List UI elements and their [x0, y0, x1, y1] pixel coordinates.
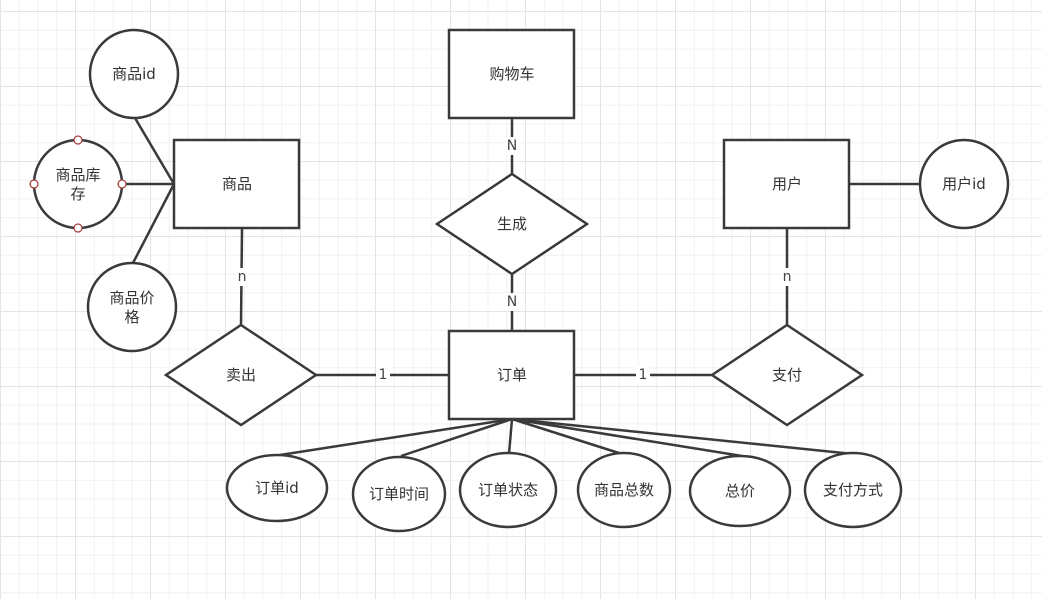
svg-text:n: n [783, 269, 792, 285]
attribute-order-id-label: 订单id [255, 479, 299, 497]
connection-handle-top[interactable] [73, 135, 83, 145]
connection-handle-right[interactable] [117, 179, 127, 189]
attribute-product-price-label-line1: 商品价 [109, 289, 154, 307]
attribute-product-count-label: 商品总数 [594, 481, 654, 499]
attribute-product-stock-label-line2: 存 [70, 185, 85, 203]
svg-text:n: n [238, 269, 247, 285]
edge-product-price[interactable] [131, 183, 176, 264]
attribute-product-id-label: 商品id [112, 65, 156, 83]
attribute-product-count[interactable]: 商品总数 [576, 451, 672, 529]
svg-text:1: 1 [639, 367, 648, 383]
cardinality-sell-order: 1 [376, 366, 390, 384]
entity-order[interactable]: 订单 [447, 329, 576, 421]
entity-product[interactable]: 商品 [172, 138, 301, 230]
svg-text:1: 1 [379, 367, 388, 383]
entity-order-label: 订单 [497, 366, 527, 384]
edge-order-status[interactable] [507, 418, 514, 455]
attribute-user-id[interactable]: 用户id [918, 138, 1010, 230]
entity-product-label: 商品 [222, 175, 252, 193]
edge-order-time[interactable] [400, 417, 513, 458]
edge-order-id[interactable] [279, 417, 513, 457]
edge-product-id[interactable] [133, 117, 176, 185]
attribute-product-price[interactable]: 商品价 格 [86, 261, 178, 353]
cardinality-cart-generate: N [504, 137, 520, 155]
relationship-pay-label: 支付 [772, 366, 802, 384]
entity-user[interactable]: 用户 [722, 138, 851, 230]
attribute-payment-method[interactable]: 支付方式 [803, 451, 903, 529]
attribute-order-id[interactable]: 订单id [225, 453, 329, 523]
svg-text:N: N [507, 294, 517, 310]
cardinality-pay-user: n [780, 268, 794, 286]
attribute-total-price[interactable]: 总价 [688, 454, 792, 528]
relationship-sell[interactable]: 卖出 [163, 323, 319, 427]
relationship-generate-label: 生成 [497, 215, 527, 233]
svg-text:N: N [507, 138, 517, 154]
attribute-product-price-label-line2: 格 [124, 308, 139, 326]
cardinality-order-pay: 1 [636, 366, 650, 384]
connection-handle-bottom[interactable] [73, 223, 83, 233]
connection-handle-left[interactable] [29, 179, 39, 189]
cardinality-generate-order: N [504, 293, 520, 311]
attribute-product-stock[interactable]: 商品库 存 [29, 135, 127, 233]
cardinality-product-sell: n [235, 268, 249, 286]
attribute-user-id-label: 用户id [942, 175, 986, 193]
attribute-total-price-label: 总价 [725, 482, 755, 500]
edge-total-price[interactable] [511, 417, 743, 458]
attribute-order-time-label: 订单时间 [369, 485, 429, 503]
entity-user-label: 用户 [772, 175, 802, 193]
attribute-payment-method-label: 支付方式 [823, 481, 883, 499]
entity-cart-label: 购物车 [489, 65, 534, 83]
attribute-product-stock-label-line1: 商品库 [55, 166, 100, 184]
attribute-order-status-label: 订单状态 [478, 481, 538, 499]
attribute-order-status[interactable]: 订单状态 [458, 451, 558, 529]
relationship-pay[interactable]: 支付 [709, 323, 865, 427]
relationship-generate[interactable]: 生成 [434, 172, 590, 276]
attribute-order-time[interactable]: 订单时间 [351, 455, 447, 533]
entity-cart[interactable]: 购物车 [447, 28, 576, 120]
edge-payment-method[interactable] [511, 417, 854, 456]
attribute-product-id[interactable]: 商品id [88, 28, 180, 120]
edge-product-count[interactable] [511, 417, 623, 456]
relationship-sell-label: 卖出 [226, 366, 256, 384]
